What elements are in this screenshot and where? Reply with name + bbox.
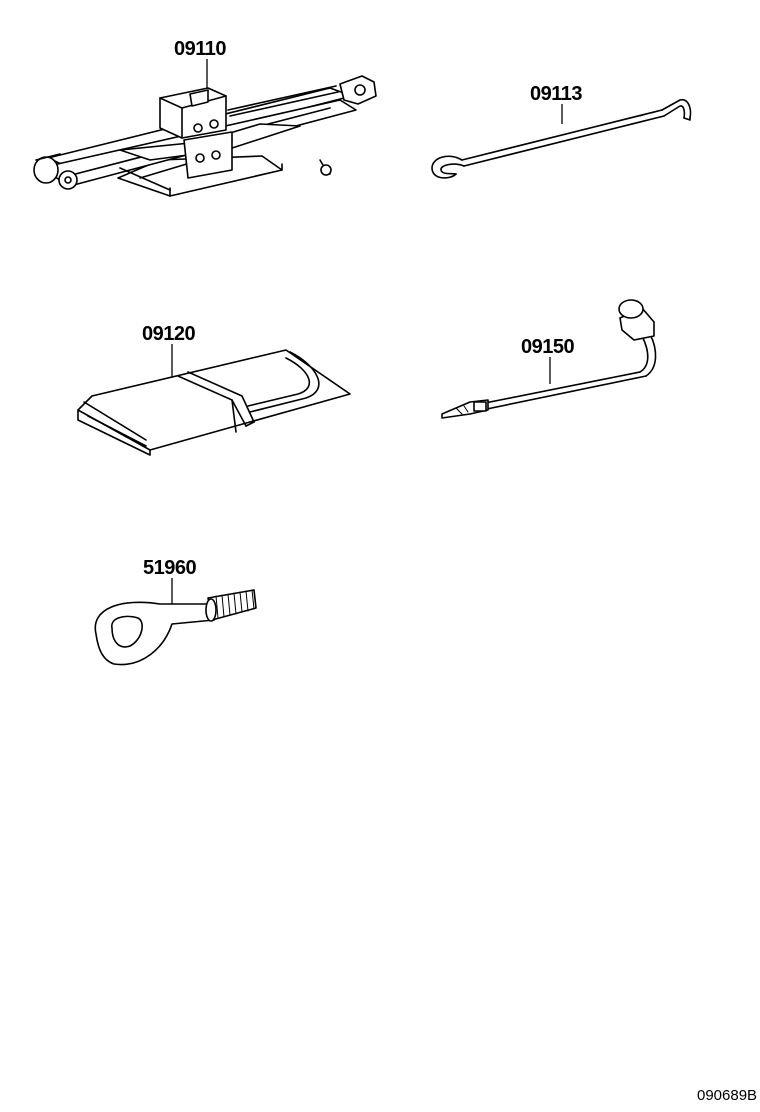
towing-eye-illustration <box>94 578 257 666</box>
part-09150[interactable]: 09150 <box>441 299 657 419</box>
part-number-label: 09110 <box>174 38 226 60</box>
part-09120[interactable]: 09120 <box>77 323 351 456</box>
part-09113[interactable]: 09113 <box>431 83 692 179</box>
part-number-label: 09113 <box>530 83 582 105</box>
tool-bag-illustration <box>77 344 351 456</box>
part-number-label: 09150 <box>521 336 574 358</box>
wheel-wrench-illustration <box>441 299 657 419</box>
part-number-label: 09120 <box>142 323 195 345</box>
jack-handle-illustration <box>431 98 692 179</box>
part-09110[interactable]: 09110 <box>33 38 377 197</box>
scissor-jack-illustration <box>33 59 377 197</box>
drawing-code: 090689B <box>697 1087 757 1104</box>
part-51960[interactable]: 51960 <box>94 557 257 666</box>
part-number-label: 51960 <box>143 557 196 579</box>
